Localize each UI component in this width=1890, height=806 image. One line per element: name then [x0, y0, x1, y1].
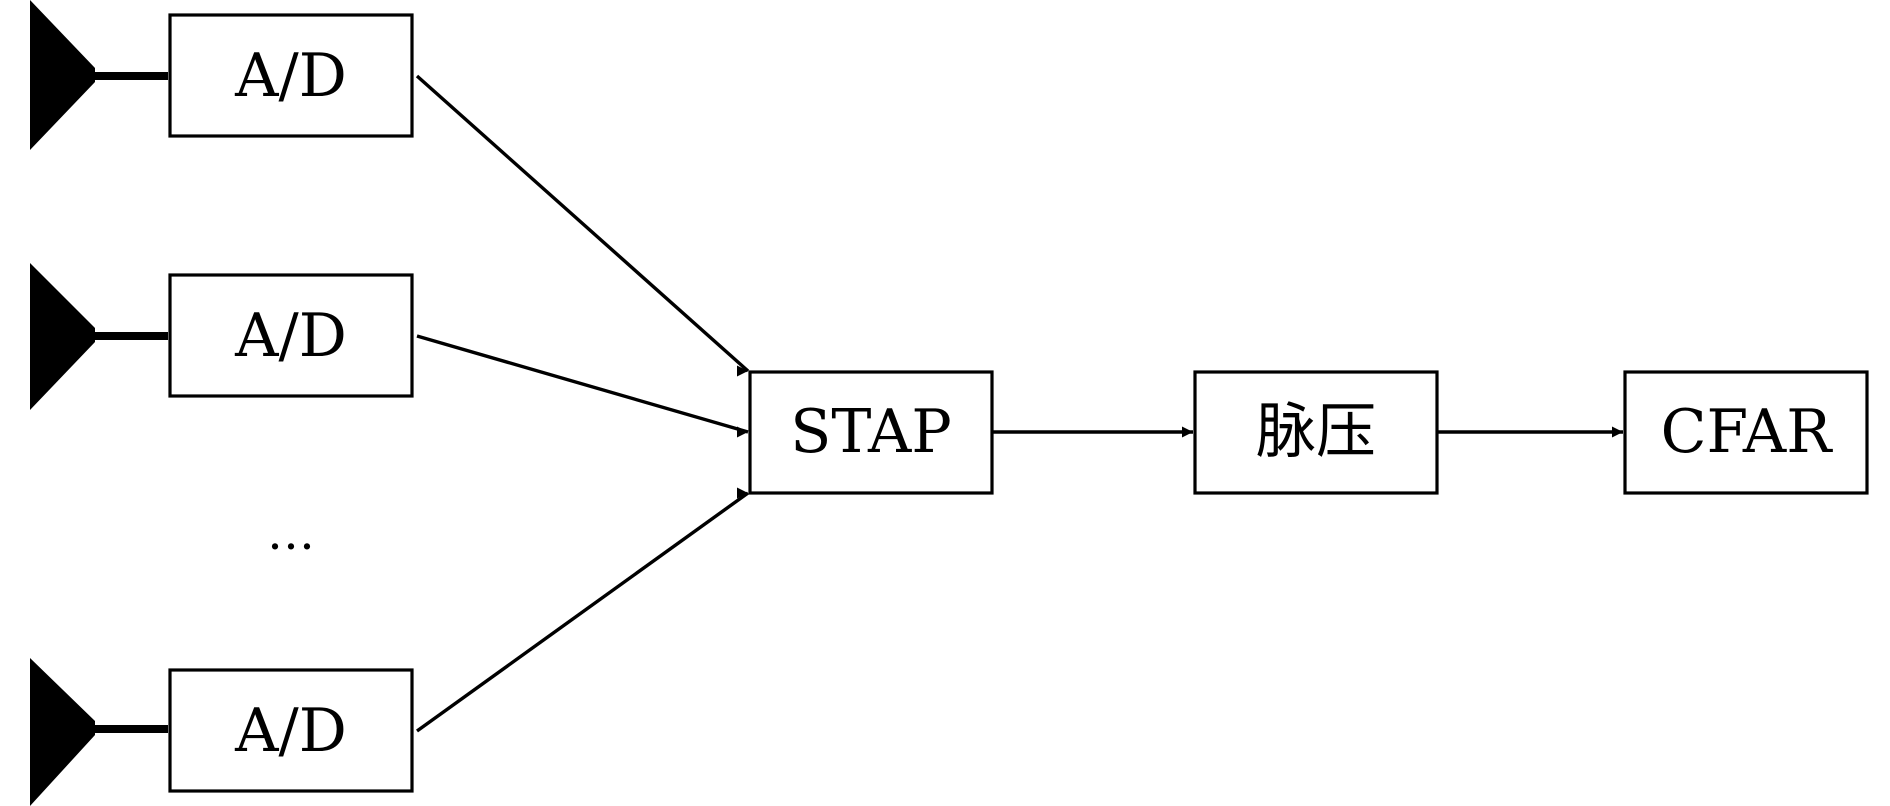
antenna-icon — [30, 658, 168, 806]
pulse-compression-node: 脉压 — [1193, 370, 1439, 495]
antenna-icon — [30, 0, 168, 150]
node-label: CFAR — [1661, 397, 1834, 467]
node-label: A/D — [234, 301, 347, 371]
node-label: A/D — [234, 696, 347, 766]
edge-ad2-to-stap — [416, 334, 749, 438]
node-label: STAP — [790, 397, 952, 467]
ad-converter-node: A/D — [168, 273, 414, 398]
edge-ad1-to-stap — [415, 74, 750, 377]
ad-converter-node: A/D — [168, 668, 414, 793]
ad-converter-node: A/D — [168, 13, 414, 138]
node-label: A/D — [234, 41, 347, 111]
ellipsis-label: … — [267, 505, 315, 561]
antenna-icon — [30, 263, 168, 410]
node-label: 脉压 — [1256, 397, 1376, 467]
cfar-node: CFAR — [1623, 370, 1869, 495]
edge-ad3-to-stap — [416, 487, 749, 733]
stap-node: STAP — [748, 370, 994, 495]
